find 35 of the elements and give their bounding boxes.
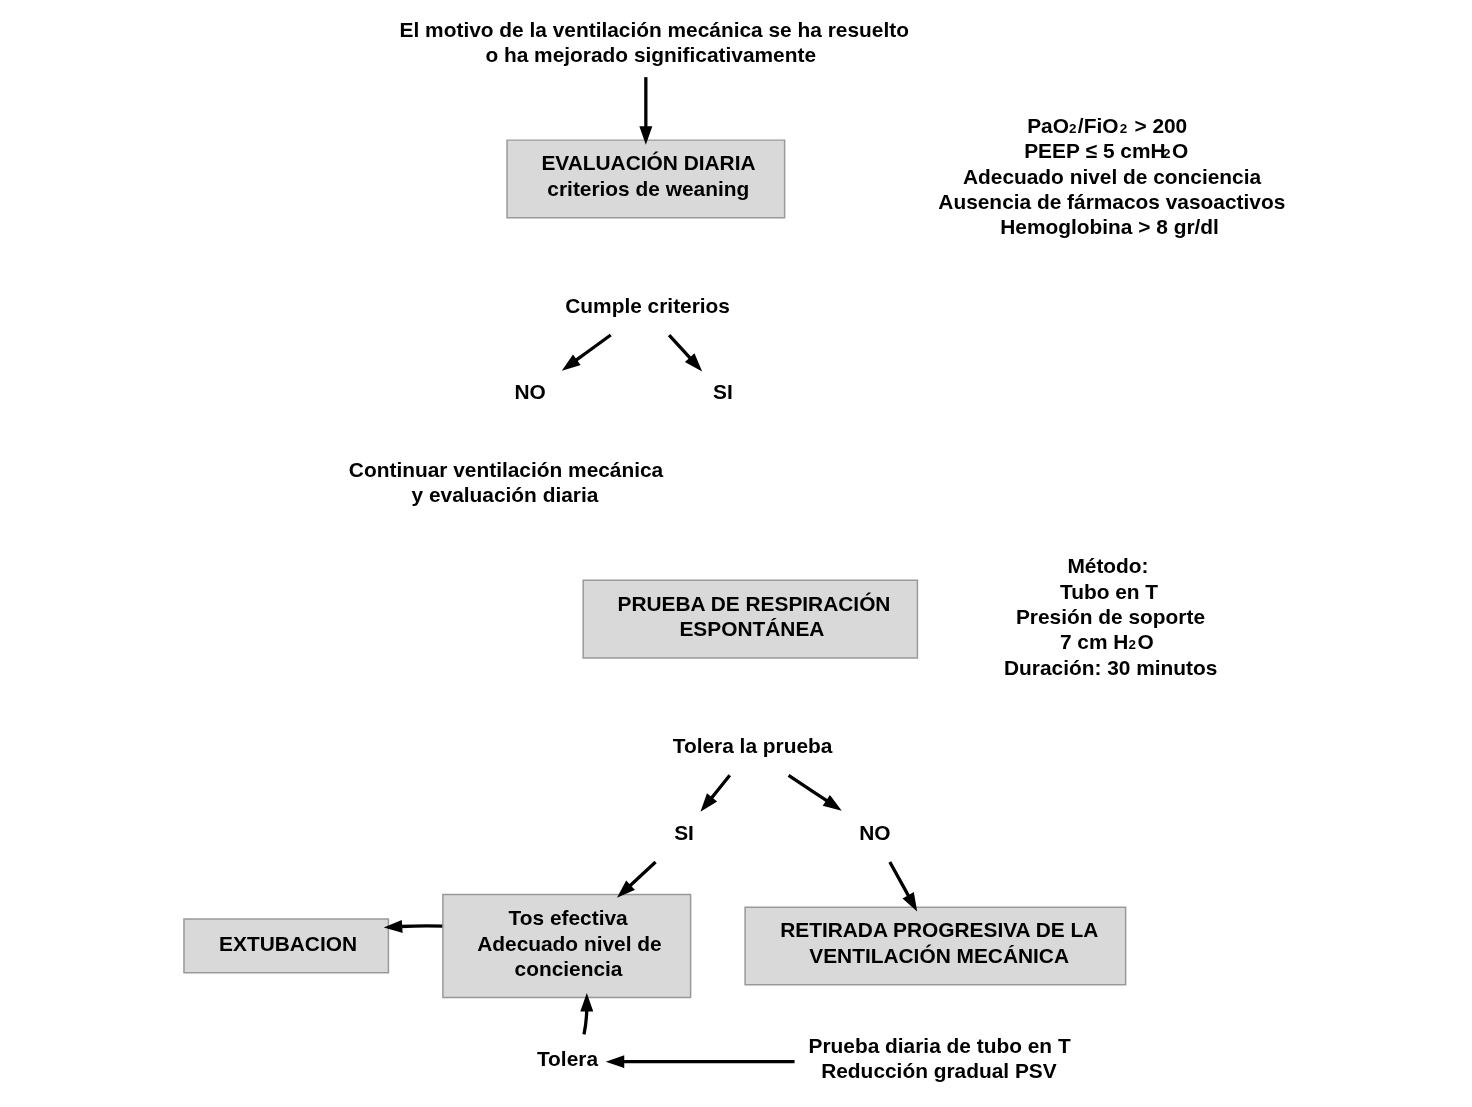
label: Método: [1066, 554, 1149, 578]
node-text: Cumple criterios [564, 293, 730, 317]
arrow [605, 1055, 795, 1069]
arrow [383, 919, 442, 933]
label: PEEP ≤ 5 cmH2O [1023, 139, 1188, 163]
node-box: Tos efectiva Adecuado nivel de conciencia [441, 893, 691, 999]
arrow [787, 773, 842, 811]
arrow [887, 861, 917, 912]
node-text: SI [673, 820, 694, 844]
node-text: NO [514, 380, 546, 404]
label: 7 cm H2O [1059, 630, 1154, 654]
node-text: Tolera [536, 1047, 598, 1071]
node-box: PRUEBA DE RESPIRACIÓN ESPONTÁNEA [581, 579, 918, 659]
label: Tubo en T [1059, 579, 1158, 603]
label: Hemoglobina > 8 gr/dl [999, 215, 1219, 239]
node-text: SI [712, 380, 733, 404]
node-box: EVALUACIÓN DIARIA criterios de weaning [505, 139, 785, 219]
node-text: El motivo de la ventilación mecánica se ha resuelto o ha mejorado significativamente [399, 17, 909, 67]
node-text: NO [858, 820, 891, 844]
arrow [638, 77, 652, 145]
label: Presión de soporte [1015, 604, 1205, 628]
label: Duración: 30 minutos [1003, 655, 1217, 679]
arrow [616, 860, 657, 898]
label: Adecuado nivel de conciencia [962, 164, 1261, 188]
label: PaO2/FiO2 > 200 [1026, 113, 1187, 137]
node-text: Tolera la prueba [672, 734, 832, 758]
arrow [579, 992, 593, 1035]
arrow [561, 333, 612, 371]
node-label: Continuar ventilación mecánica y evaluación diaria [348, 457, 663, 507]
arrow [667, 333, 702, 372]
node-text: Prueba diaria de tubo en T Reducción gradual PSV [808, 1033, 1071, 1083]
node-box: RETIRADA PROGRESIVA DE LA VENTILACIÓN MECÁNICA [743, 906, 1126, 986]
label: Ausencia de fármacos vasoactivos [937, 190, 1285, 214]
arrow [699, 774, 731, 812]
node-box: EXTUBACION [182, 918, 389, 974]
